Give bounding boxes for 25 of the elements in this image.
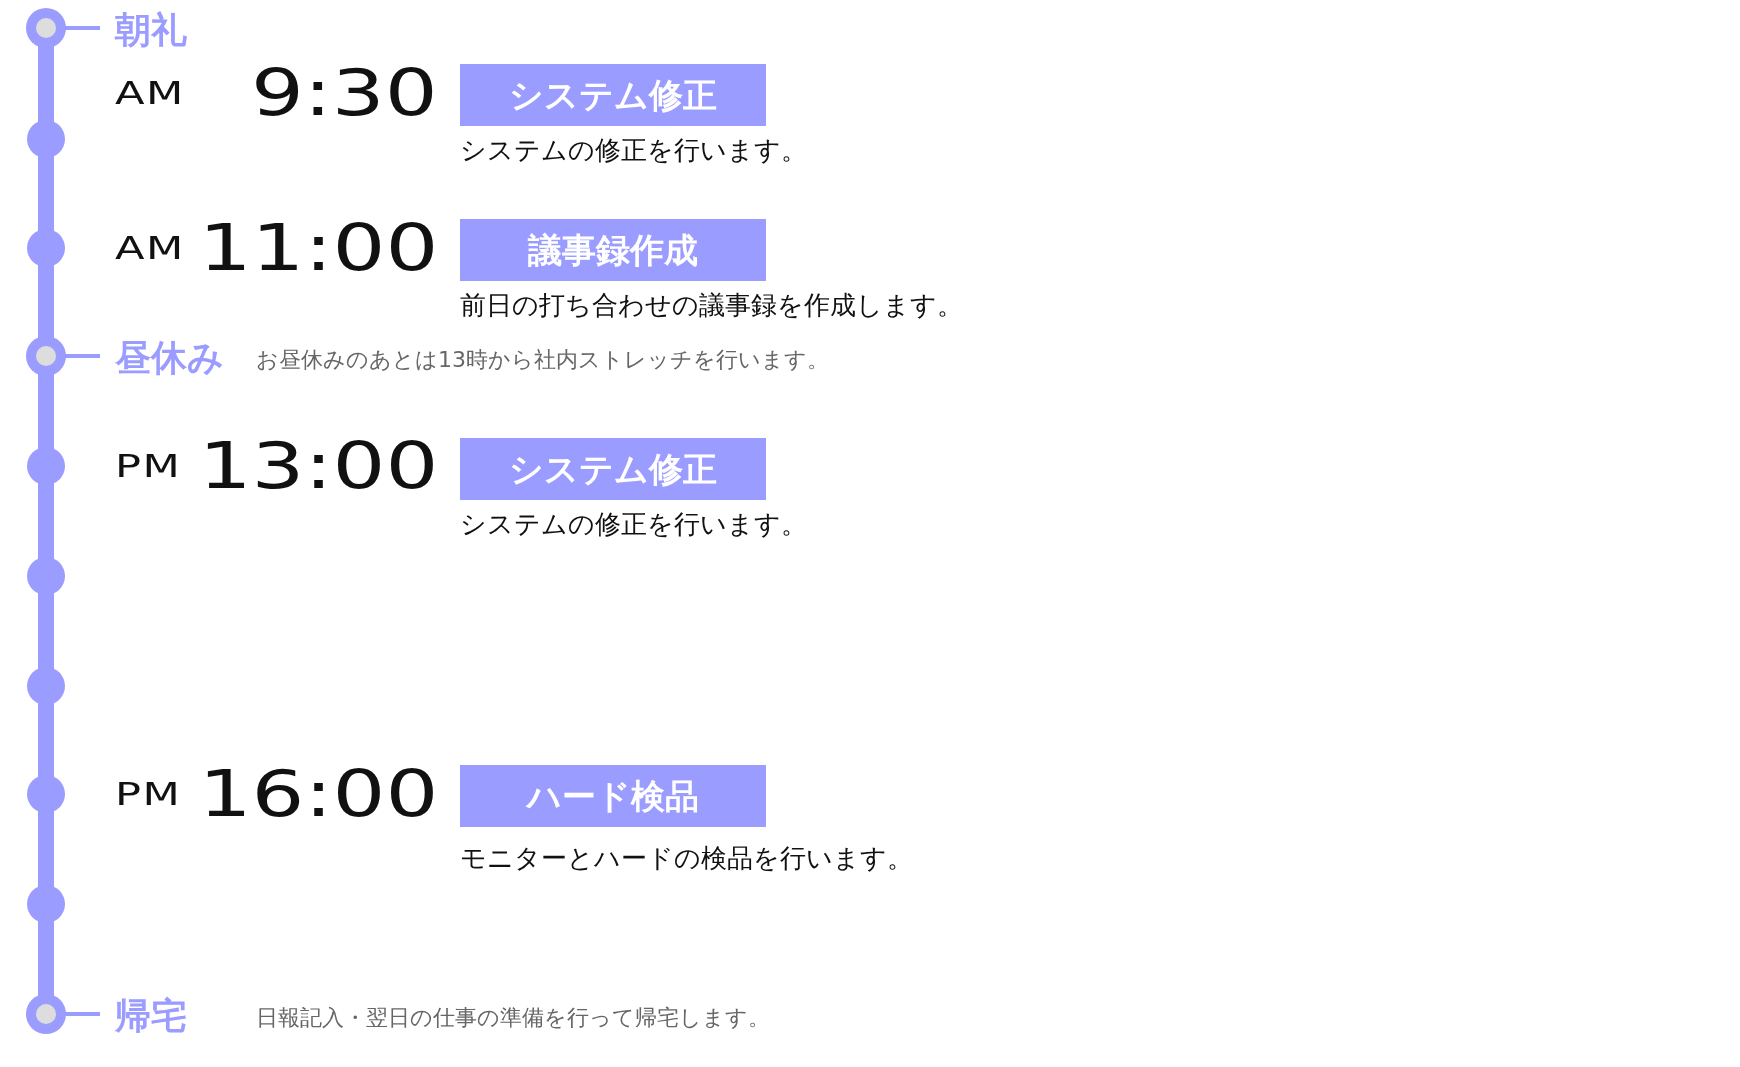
period-label: PM — [115, 778, 181, 810]
task-badge — [460, 438, 766, 500]
task-description: システムの修正を行います。 — [460, 137, 807, 163]
time-label: 16:00 — [198, 762, 439, 826]
task-title: ハード検品 — [524, 775, 700, 818]
task-title: システム修正 — [508, 74, 718, 117]
task-title: システム修正 — [508, 448, 718, 491]
time-label: 11:00 — [198, 216, 439, 280]
note-text: お昼休みのあとは13時から社内ストレッチを行います。 — [256, 349, 829, 371]
time-label: 9:30 — [250, 61, 438, 125]
task-badge — [460, 765, 766, 827]
period-label: AM — [115, 232, 185, 264]
milestone-label: 昼休み — [115, 340, 224, 376]
milestone-label: 帰宅 — [115, 998, 187, 1034]
task-description: システムの修正を行います。 — [460, 511, 807, 537]
task-badge — [460, 219, 766, 281]
time-label: 13:00 — [198, 434, 439, 498]
note-text: 日報記入・翌日の仕事の準備を行って帰宅します。 — [256, 1007, 770, 1029]
task-title: 議事録作成 — [526, 229, 699, 272]
task-description: 前日の打ち合わせの議事録を作成します。 — [460, 292, 963, 318]
milestone-label: 朝礼 — [115, 12, 187, 48]
task-badge — [460, 64, 766, 126]
period-label: PM — [115, 450, 181, 482]
task-description: モニターとハードの検品を行います。 — [460, 845, 913, 871]
period-label: AM — [115, 77, 185, 109]
